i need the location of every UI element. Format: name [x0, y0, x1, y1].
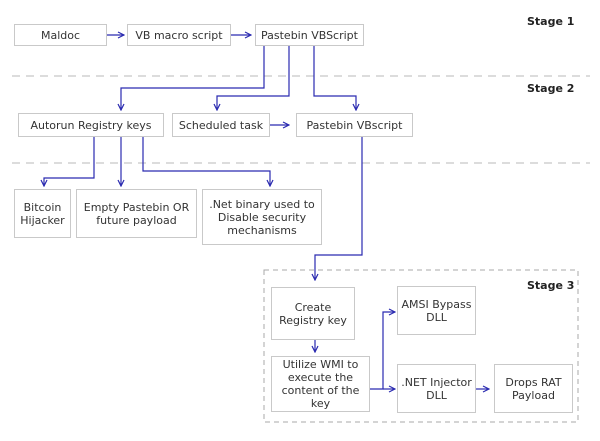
node-create-registry-key: Create Registry key: [271, 287, 355, 340]
arrow-pastebin-to-scheduled: [217, 46, 290, 110]
stage-3-frame: [263, 269, 579, 423]
node-vb-macro-script: VB macro script: [127, 24, 231, 46]
arrow-autorun-to-dotnet: [142, 137, 270, 186]
node-bitcoin-hijacker: Bitcoin Hijacker: [14, 189, 71, 238]
node-pastebin-vbscript-stage1: Pastebin VBScript: [255, 24, 364, 46]
stage-2-label: Stage 2: [527, 82, 575, 95]
node-autorun-registry-keys: Autorun Registry keys: [18, 113, 164, 137]
node-scheduled-task: Scheduled task: [172, 113, 270, 137]
arrow-autorun-to-bitcoin: [44, 137, 95, 186]
node-pastebin-vbscript-stage2: Pastebin VBscript: [296, 113, 413, 137]
node-amsi-bypass-dll: AMSI Bypass DLL: [397, 286, 476, 335]
arrow-wmi-to-amsi: [370, 312, 395, 390]
stage-3-label: Stage 3: [527, 279, 575, 292]
arrow-pastebin-to-autorun: [121, 46, 265, 110]
stage-1-label: Stage 1: [527, 15, 575, 28]
arrow-pastebin2-to-stage3: [315, 137, 363, 280]
arrow-pastebin-to-pastebin2: [313, 46, 356, 110]
node-utilize-wmi: Utilize WMI to execute the content of th…: [271, 356, 370, 412]
node-dotnet-binary-disable-security: .Net binary used to Disable security mec…: [202, 189, 322, 245]
node-empty-pastebin-or-future-payload: Empty Pastebin OR future payload: [76, 189, 197, 238]
node-drops-rat-payload: Drops RAT Payload: [494, 364, 573, 413]
node-maldoc: Maldoc: [14, 24, 107, 46]
node-dotnet-injector-dll: .NET Injector DLL: [397, 364, 476, 413]
